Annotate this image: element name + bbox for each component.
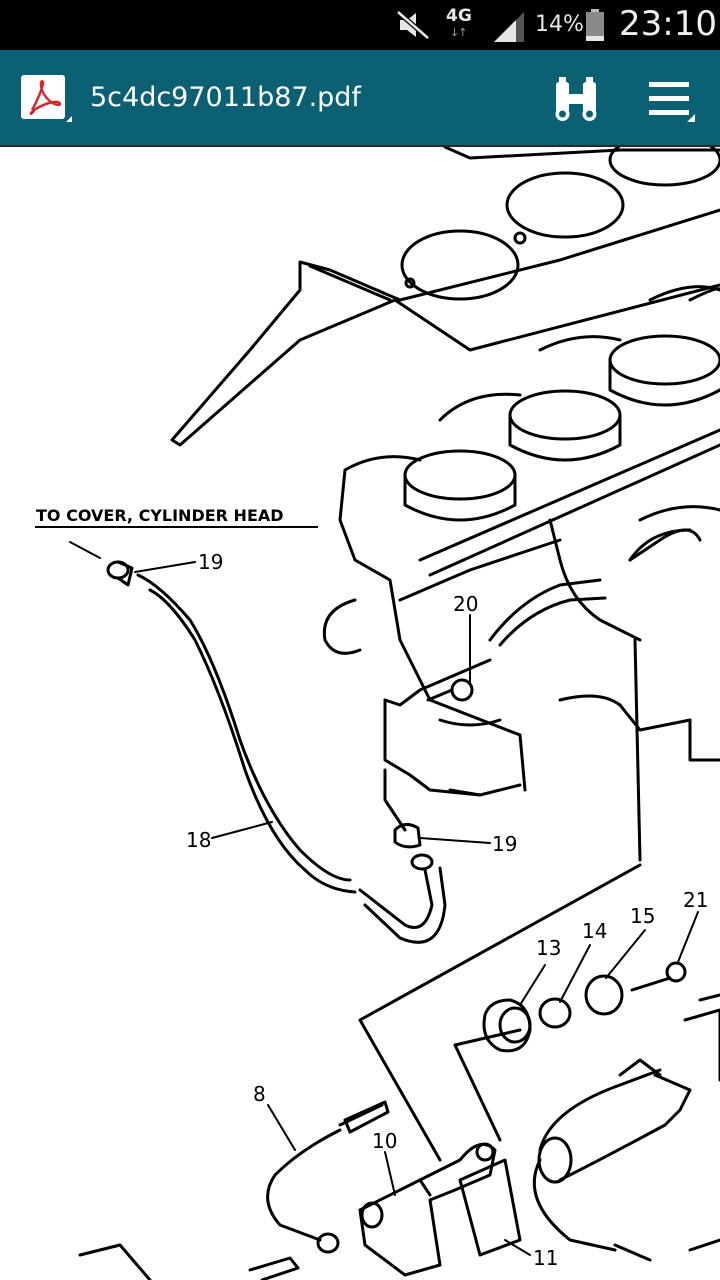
- app-bar: 5c4dc97011b87.pdf: [0, 50, 720, 147]
- callout-20: 20: [453, 592, 478, 616]
- callout-13: 13: [536, 936, 561, 960]
- pdf-page-view[interactable]: TO COVER, CYLINDER HEAD 19 19 20 18 13 1…: [0, 147, 720, 1280]
- callout-11: 11: [533, 1246, 558, 1270]
- pdf-app-icon[interactable]: [20, 74, 72, 126]
- binoculars-search-icon[interactable]: [553, 76, 599, 124]
- battery-percent: 14%: [535, 12, 584, 37]
- mute-icon: [396, 10, 430, 40]
- callout-19-lower: 19: [492, 832, 517, 856]
- callout-10: 10: [372, 1129, 397, 1153]
- clock: 23:10: [619, 4, 717, 44]
- exploded-parts-diagram: TO COVER, CYLINDER HEAD 19 19 20 18 13 1…: [35, 147, 720, 1280]
- data-activity-icon: ↓↑: [450, 26, 467, 39]
- callout-15: 15: [630, 904, 655, 928]
- diagram-heading: TO COVER, CYLINDER HEAD: [36, 506, 284, 525]
- overflow-menu-icon[interactable]: [647, 76, 697, 124]
- signal-strength-icon: [494, 12, 524, 42]
- document-title: 5c4dc97011b87.pdf: [90, 82, 361, 113]
- callout-14: 14: [582, 919, 607, 943]
- battery-icon: [586, 9, 604, 41]
- callout-19-top: 19: [198, 550, 223, 574]
- callout-8: 8: [253, 1082, 266, 1106]
- status-bar: 4G ↓↑ 14% 23:10: [0, 0, 720, 50]
- callout-21: 21: [683, 888, 708, 912]
- network-type-label: 4G: [446, 6, 472, 26]
- callout-18: 18: [186, 828, 211, 852]
